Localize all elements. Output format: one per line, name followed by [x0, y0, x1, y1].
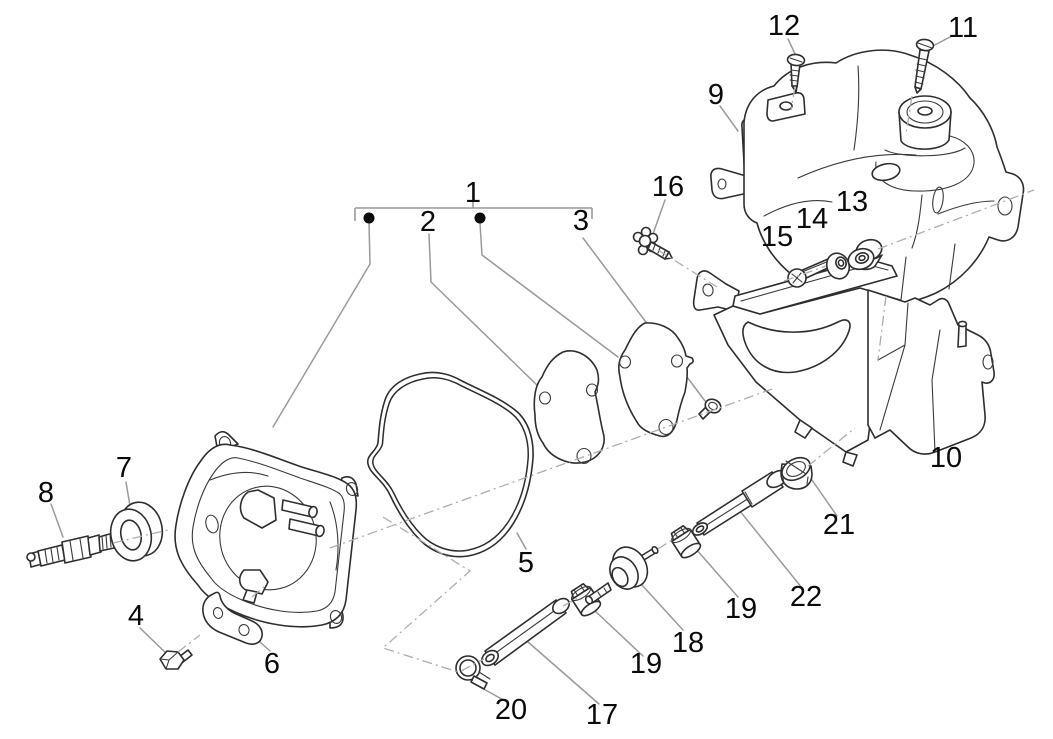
part-screw-12: [786, 53, 806, 93]
callout-c11: 11: [948, 12, 978, 44]
axis-line-8: [790, 86, 796, 111]
callout-c5: 5: [518, 547, 534, 579]
leader-line-c4: [139, 627, 170, 657]
callout-c19b: 19: [725, 593, 757, 625]
leader-line-c21: [811, 479, 838, 517]
axis-line-6: [905, 95, 913, 135]
part-stud-pin: [698, 398, 722, 420]
axis-line-2: [177, 634, 201, 653]
leader-line-c12: [787, 38, 797, 57]
part-bolt-4: [159, 649, 193, 670]
axis-line-1: [112, 529, 169, 544]
callout-c22: 22: [790, 581, 822, 613]
leader-line-c19b: [695, 548, 739, 598]
callout-c14: 14: [796, 203, 828, 235]
leader-line-c5: [516, 532, 527, 550]
axis-line-9: [783, 265, 827, 282]
leader-line-c18: [640, 583, 684, 631]
callout-c3: 3: [573, 205, 589, 237]
callout-c8: 8: [38, 477, 54, 509]
leader-line-c16: [652, 199, 666, 235]
leader-line-c1-bullet-b: [479, 222, 619, 358]
part-head-cover: [174, 430, 359, 629]
callout-c21: 21: [823, 509, 855, 541]
group-bracket-bullet-1: [363, 212, 375, 224]
callout-c15: 15: [761, 221, 793, 253]
callout-c17: 17: [586, 699, 618, 731]
axis-line-4: [329, 388, 773, 549]
part-seal-ring-7: [109, 501, 164, 562]
callout-c16: 16: [652, 171, 684, 203]
leader-line-c22: [734, 504, 803, 589]
axis-line-10: [877, 189, 1035, 250]
callout-c12: 12: [768, 10, 800, 42]
part-gasket-3: [618, 322, 694, 438]
part-gasket-2: [533, 350, 605, 465]
callout-c6: 6: [264, 648, 280, 680]
part-oring-gasket-5: [366, 371, 534, 558]
axis-line-3: [251, 585, 266, 598]
callout-c7: 7: [116, 452, 132, 484]
callout-c2: 2: [420, 206, 436, 238]
parts-layer: [26, 38, 1025, 690]
part-spark-plug: [26, 532, 127, 568]
part-top-cover: [743, 49, 1025, 307]
part-grommet-13: [847, 238, 883, 271]
leader-line-c9: [719, 105, 739, 132]
leader-line-c1-bullet-a: [272, 221, 371, 428]
callout-c10: 10: [930, 442, 962, 474]
leader-line-c17: [527, 641, 600, 705]
callout-c4: 4: [128, 600, 144, 632]
part-cap-21: [780, 456, 813, 490]
axis-line-13: [562, 597, 579, 607]
part-bracket-6: [202, 591, 263, 645]
part-tube-22: [691, 469, 788, 536]
leader-line-c2: [428, 233, 540, 388]
callout-c19a: 19: [630, 648, 662, 680]
callout-c1: 1: [465, 177, 481, 209]
part-screw-16: [632, 226, 673, 260]
part-valve-18: [584, 545, 659, 605]
group-bracket-layer: [354, 200, 593, 224]
axis-line-11: [381, 516, 472, 673]
part-screw-11: [914, 38, 935, 94]
part-lower-cover: [692, 258, 995, 467]
group-bracket-bullet-2: [474, 212, 486, 224]
leader-line-c19a: [593, 609, 644, 657]
callout-c13: 13: [836, 186, 868, 218]
axis-lines-layer: [112, 86, 1035, 673]
callout-c18: 18: [672, 627, 704, 659]
part-screw-15: [787, 258, 833, 288]
axis-line-12: [460, 658, 485, 672]
leader-line-c8: [50, 503, 64, 538]
part-hose-17: [480, 597, 571, 667]
part-clamp-19-right: [670, 524, 702, 559]
callout-c9: 9: [708, 79, 724, 111]
callout-c20: 20: [495, 694, 527, 726]
axis-line-5: [657, 249, 718, 288]
axis-line-14: [657, 539, 673, 550]
